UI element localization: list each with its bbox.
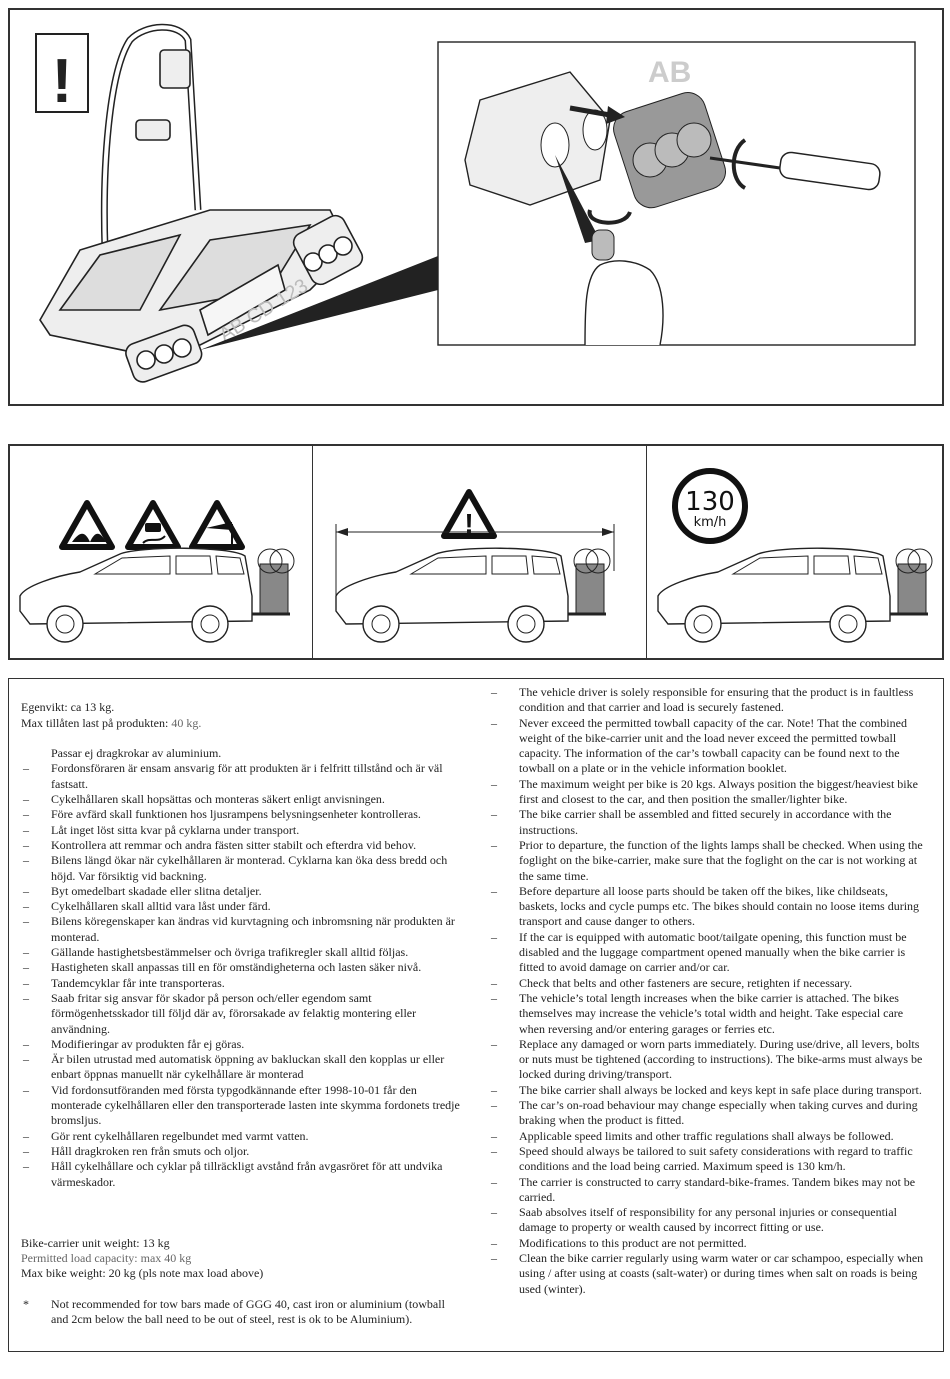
carrier-illustration: ! AB CD 123 <box>35 23 916 383</box>
length-dimension-arrow <box>335 524 615 596</box>
swedish-note: Passar ej dragkrokar av aluminium. <box>51 746 222 761</box>
panel-divider <box>312 446 313 658</box>
english-list-item: The bike carrier shall be assembled and … <box>489 807 929 838</box>
slippery-road-sign-icon <box>128 503 178 547</box>
footnote: Not recommended for tow bars made of GGG… <box>21 1297 461 1328</box>
english-bike-weight: Max bike weight: 20 kg (pls note max loa… <box>21 1266 264 1281</box>
english-list-item: The carrier is constructed to carry stan… <box>489 1175 929 1206</box>
screwdriver-icon <box>709 151 881 191</box>
panel-divider <box>646 446 647 658</box>
swedish-list-item: Vid fordonsutföranden med första typgodk… <box>21 1083 461 1129</box>
swedish-list-item: Före avfärd skall funktionen hos ljusram… <box>21 807 461 823</box>
english-list-item: If the car is equipped with automatic bo… <box>489 930 929 976</box>
swedish-weight: Egenvikt: ca 13 kg. <box>21 700 115 715</box>
detail-pointer <box>200 256 438 350</box>
swedish-list-item: Hastigheten skall anpassas till en för o… <box>21 960 461 976</box>
bulb-icon <box>591 229 615 261</box>
english-list-item: The bike carrier shall always be locked … <box>489 1083 929 1099</box>
speed-limit-unit: km/h <box>694 515 727 530</box>
swedish-list-item: Saab fritar sig ansvar för skador på per… <box>21 991 461 1037</box>
swedish-list-item: Tandemcyklar får inte transporteras. <box>21 976 461 992</box>
crosswind-sign-icon <box>192 503 242 547</box>
swedish-list-item: Gör rent cykelhållaren regelbundet med v… <box>21 1129 461 1145</box>
speed-limit-value: 130 <box>685 487 735 517</box>
swedish-list-item: Bilens längd ökar när cykelhållaren är m… <box>21 853 461 884</box>
english-list-item: The maximum weight per bike is 20 kgs. A… <box>489 777 929 808</box>
swedish-max-load: Max tillåten last på produkten: 40 kg. <box>21 715 202 730</box>
english-list-item: Prior to departure, the function of the … <box>489 838 929 884</box>
driving-warnings-panel: ! 130 km/h <box>8 444 944 660</box>
english-list-item: Modifications to this product are not pe… <box>489 1236 929 1252</box>
swedish-list-item: Cykelhållaren skall alltid vara låst und… <box>21 899 461 915</box>
english-unit-weight: Bike-carrier unit weight: 13 kg <box>21 1235 170 1250</box>
footnote-list: Not recommended for tow bars made of GGG… <box>21 1297 461 1328</box>
english-list-item: The car’s on-road behaviour may change e… <box>489 1098 929 1129</box>
warning-sign-icon: ! <box>444 492 494 539</box>
swedish-instructions: Egenvikt: ca 13 kg. Max tillåten last på… <box>21 685 461 1327</box>
english-list-item: Before departure all loose parts should … <box>489 884 929 930</box>
english-list-item: The vehicle’s total length increases whe… <box>489 991 929 1037</box>
swedish-list-item: Modifieringar av produkten får ej göras. <box>21 1037 461 1053</box>
swedish-list-item: Cykelhållaren skall hopsättas och monter… <box>21 792 461 808</box>
english-list-item: Clean the bike carrier regularly using w… <box>489 1251 929 1297</box>
swedish-list-item: Låt inget löst sitta kvar på cyklarna un… <box>21 823 461 839</box>
english-instructions: The vehicle driver is solely responsible… <box>489 685 929 1297</box>
instructions-panel: Egenvikt: ca 13 kg. Max tillåten last på… <box>8 678 944 1352</box>
swedish-list-item: Gällande hastighetsbestämmelser och övri… <box>21 945 461 961</box>
svg-text:!: ! <box>52 47 73 116</box>
exclamation-icon: ! <box>35 33 89 116</box>
svg-text:AB: AB <box>648 56 691 89</box>
swedish-list-item: Fordonsföraren är ensam ansvarig för att… <box>21 761 461 792</box>
carrier-illustration-panel: ! AB CD 123 <box>8 8 944 406</box>
svg-text:!: ! <box>464 508 473 539</box>
swedish-list-item: Bilens köregenskaper kan ändras vid kurv… <box>21 914 461 945</box>
driving-warnings-drawing: ! 130 km/h <box>18 468 934 644</box>
english-list-item: Never exceed the permitted towball capac… <box>489 716 929 777</box>
swedish-list-item: Håll dragkroken ren från smuts och oljor… <box>21 1144 461 1160</box>
english-list-item: Check that belts and other fasteners are… <box>489 976 929 992</box>
english-list-item: Speed should always be tailored to suit … <box>489 1144 929 1175</box>
english-load-capacity: Permitted load capacity: max 40 kg <box>21 1250 192 1265</box>
swedish-list-item: Håll cykelhållare och cyklar på tillräck… <box>21 1159 461 1190</box>
english-list-item: Applicable speed limits and other traffi… <box>489 1129 929 1145</box>
swedish-list-item: Kontrollera att remmar och andra fästen … <box>21 838 461 854</box>
swedish-list-item: Är bilen utrustad med automatisk öppning… <box>21 1052 461 1083</box>
rotate-arrow-icon <box>587 138 747 225</box>
hand-icon <box>584 260 664 346</box>
uneven-road-sign-icon <box>62 503 112 547</box>
lamp-replacement-detail: AB <box>437 41 916 346</box>
english-list-item: Replace any damaged or worn parts immedi… <box>489 1037 929 1083</box>
bike-carrier-drawing <box>39 23 364 383</box>
english-list-item: Saab absolves itself of responsibility f… <box>489 1205 929 1236</box>
swedish-list: Fordonsföraren är ensam ansvarig för att… <box>21 761 461 1189</box>
english-list-item: The vehicle driver is solely responsible… <box>489 685 929 716</box>
speed-limit-sign-icon: 130 km/h <box>672 468 748 544</box>
english-list: The vehicle driver is solely responsible… <box>489 685 929 1297</box>
swedish-list-item: Byt omedelbart skadade eller slitna deta… <box>21 884 461 900</box>
